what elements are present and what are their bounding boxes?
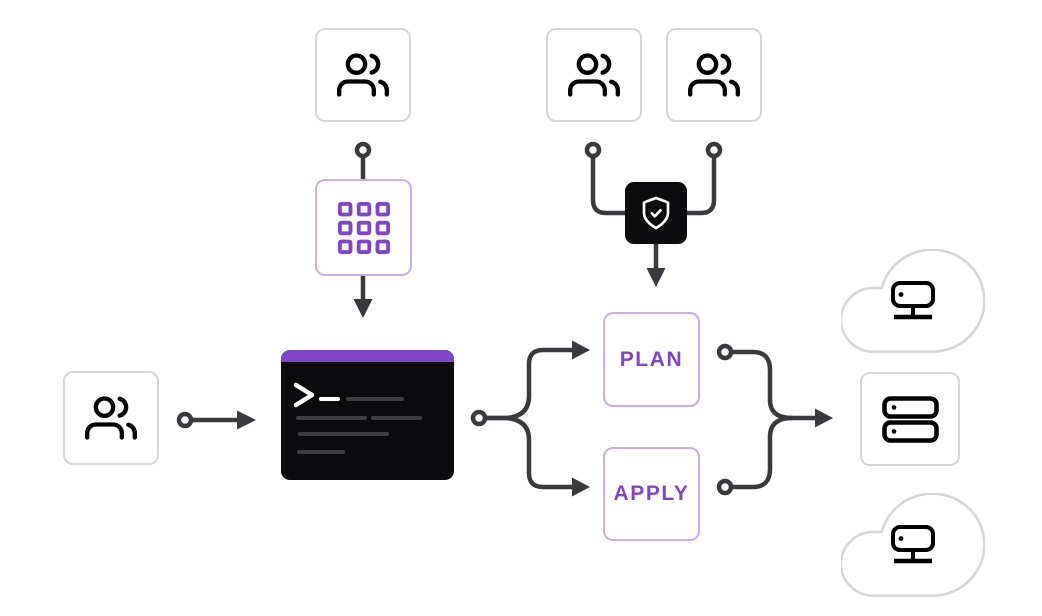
users-icon: [568, 49, 620, 101]
plan-label: PLAN: [619, 347, 684, 371]
terminal-titlebar: [281, 350, 454, 362]
infrastructure-box: [860, 372, 960, 466]
shield-check-icon: [638, 195, 674, 231]
users-box-approve: [666, 28, 762, 122]
cloud-server-icon: [890, 524, 936, 566]
plan-box: PLAN: [603, 312, 700, 407]
server-stack-icon: [881, 395, 939, 443]
cloud-server-icon: [890, 280, 936, 322]
users-icon: [688, 49, 740, 101]
module-grid-icon: [337, 201, 391, 255]
cloud-outline-icon: [841, 493, 985, 597]
users-icon: [337, 49, 389, 101]
policy-box: [625, 182, 687, 244]
cloud-outline-icon: [841, 249, 985, 353]
cloud-provider-bottom: [841, 493, 985, 597]
terminal-prompt-graphic: [281, 362, 454, 480]
users-box-cli: [63, 371, 159, 465]
users-box-module: [315, 28, 411, 122]
apply-label: APPLY: [613, 482, 690, 505]
apply-box: APPLY: [603, 447, 700, 541]
cloud-provider-top: [841, 249, 985, 353]
users-box-review: [546, 28, 642, 122]
module-box: [315, 179, 412, 276]
terminal-window: [281, 350, 454, 480]
users-icon: [85, 392, 137, 444]
